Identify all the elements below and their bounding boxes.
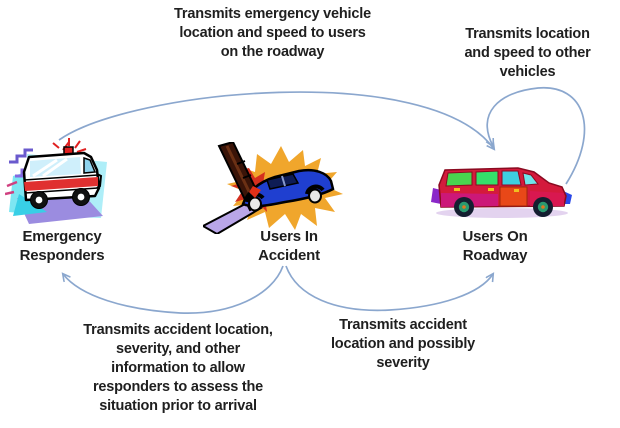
annotation-top-right: Transmits location and speed to other ve…	[464, 26, 591, 80]
suv-icon	[430, 157, 575, 223]
edge-roadway-self-loop	[487, 87, 586, 185]
node-label-emergency-responders: Emergency Responders	[19, 228, 105, 264]
ambulance-icon	[5, 136, 120, 232]
edge-accident-to-responders	[63, 265, 284, 314]
edge-responders-to-roadway	[58, 91, 494, 149]
node-label-users-on-roadway: Users On Roadway	[462, 228, 528, 264]
annotation-bottom-right: Transmits accident location and possibly…	[330, 317, 476, 371]
annotation-top-center: Transmits emergency vehicle location and…	[174, 6, 371, 60]
car-crash-icon	[203, 142, 345, 234]
annotation-bottom-left: Transmits accident location, severity, a…	[83, 322, 273, 414]
node-label-users-in-accident: Users In Accident	[258, 228, 320, 264]
edge-accident-to-roadway	[285, 265, 493, 312]
